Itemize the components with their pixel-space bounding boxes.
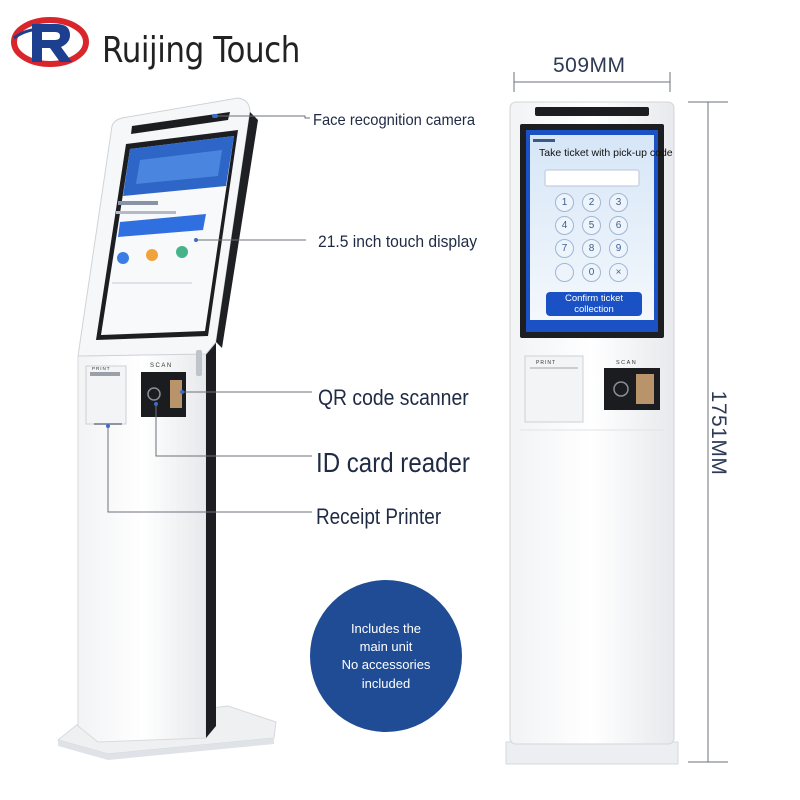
receipt-printer-label: Receipt Printer [316, 504, 442, 529]
package-note-line: included [361, 675, 411, 691]
confirm-ticket-label: collection [574, 304, 614, 315]
height-dimension-label: 1751MM [707, 390, 730, 476]
face-camera-label: Face recognition camera [313, 112, 476, 129]
kiosk-screen-title: Take ticket with pick-up code [539, 147, 673, 159]
width-dimension-label: 509MM [553, 54, 626, 77]
touch-display-label: 21.5 inch touch display [318, 232, 478, 251]
qr-scanner-label: QR code scanner [318, 385, 469, 410]
brand-logo-icon [11, 17, 89, 67]
kiosk-keypad: 1 2 3 4 5 6 7 8 9 0 × [555, 193, 635, 289]
callout-lines [107, 115, 312, 513]
package-note-line: No accessories [341, 657, 431, 673]
keypad-key[interactable]: 6 [609, 216, 628, 235]
confirm-ticket-label: Confirm ticket [564, 293, 624, 304]
keypad-delete-key[interactable]: × [609, 263, 628, 282]
keypad-key[interactable]: 4 [555, 216, 574, 235]
left-kiosk: SCAN PRINT [56, 97, 277, 760]
keypad-key[interactable]: 9 [609, 239, 628, 258]
right-scan-text: SCAN [616, 360, 637, 366]
keypad-key[interactable]: 1 [555, 193, 574, 212]
package-note-badge: Includes the main unit No accessories in… [310, 580, 462, 732]
id-reader-label: ID card reader [316, 447, 470, 478]
callout-dots [106, 114, 218, 428]
package-note-line: main unit [359, 639, 413, 655]
dimension-lines [513, 72, 728, 763]
keypad-key[interactable]: 8 [582, 239, 601, 258]
keypad-key[interactable]: 7 [555, 239, 574, 258]
keypad-clear-key[interactable] [555, 263, 574, 282]
right-print-text: PRINT [536, 360, 556, 366]
left-scan-text: SCAN [150, 363, 173, 369]
keypad-key[interactable]: 5 [582, 216, 601, 235]
confirm-ticket-button[interactable]: Confirm ticket collection [546, 292, 642, 316]
left-print-text: PRINT [92, 366, 111, 371]
keypad-key[interactable]: 3 [609, 193, 628, 212]
keypad-key[interactable]: 2 [582, 193, 601, 212]
brand-name: Ruijing Touch [102, 30, 300, 71]
keypad-key[interactable]: 0 [582, 263, 601, 282]
package-note-line: Includes the [350, 621, 422, 636]
